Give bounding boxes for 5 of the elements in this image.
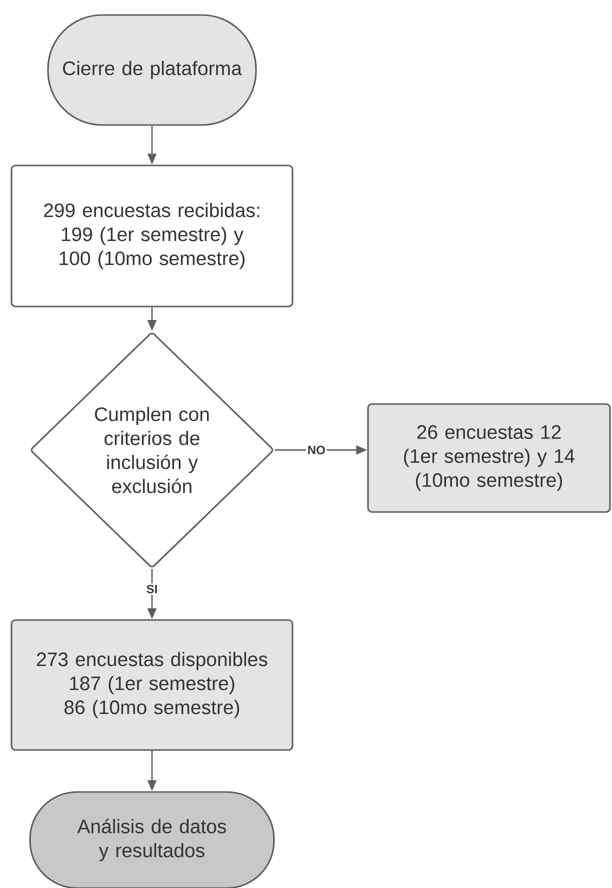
process-box: 26 encuestas 12 (1er semestre) y 14 (10mo semestre) bbox=[367, 403, 611, 513]
process-box: 299 encuestas recibidas: 199 (1er semestre) y 100 (10mo semestre) bbox=[10, 164, 294, 308]
process-box: 273 encuestas disponibles 187 (1er semestre) 86 (10mo semestre) bbox=[10, 619, 294, 751]
edge-label: NO bbox=[306, 444, 327, 456]
edge-label: SI bbox=[144, 583, 160, 595]
